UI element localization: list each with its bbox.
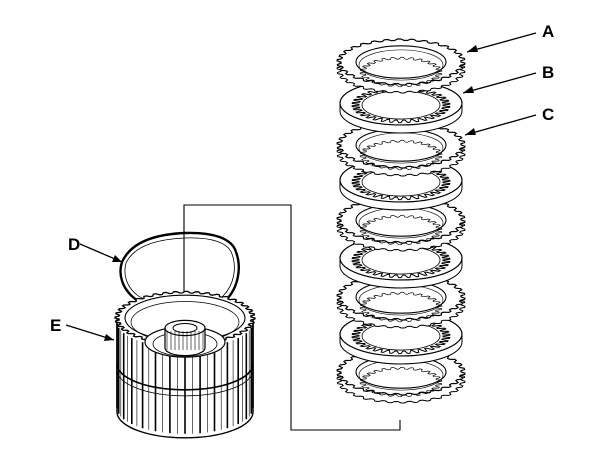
callout-label-d: D: [68, 235, 80, 254]
steel-plate: [336, 196, 466, 252]
callout-label-e: E: [50, 316, 61, 335]
o-ring-d: [119, 231, 240, 310]
steel-plate: [336, 121, 466, 177]
leader-lines: [65, 32, 537, 341]
callout-label-a: A: [542, 22, 554, 41]
clutch-drum-e: [114, 290, 256, 439]
callout-label-c: C: [542, 105, 554, 124]
friction-disc: [339, 80, 463, 134]
callout-label-b: B: [542, 63, 554, 82]
steel-plate: [336, 273, 466, 329]
leader-arrowheads: [104, 45, 478, 341]
clutch-plate-stack: [336, 38, 466, 404]
steel-plate: [336, 38, 466, 94]
connector-line: [183, 204, 401, 431]
